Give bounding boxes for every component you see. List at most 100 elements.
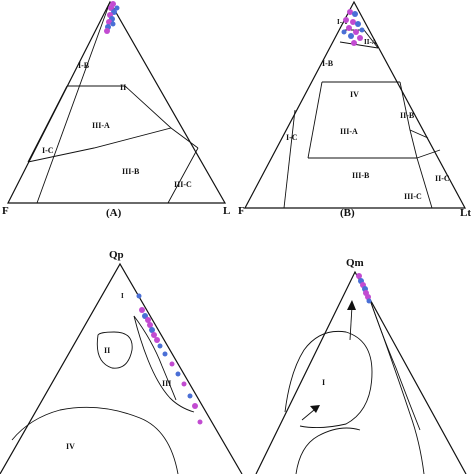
panel-b: I-A II-A I-B IV II-B III-A I-C III-B II-… (238, 0, 471, 219)
panel-a-label-ib: I-B (78, 61, 90, 70)
panel-a-label-ii: II (120, 83, 126, 92)
panel-d-inner-curve (295, 427, 361, 474)
panel-a-boundary-3 (27, 127, 199, 163)
panel-c-sample-point (136, 293, 142, 299)
panel-c-label-iii: III (162, 379, 171, 388)
panel-d-corner-qm: Qm (346, 257, 364, 269)
panel-c-label-i: I (121, 292, 124, 300)
panel-d-samples (356, 273, 372, 304)
panel-c-sample-point (157, 343, 163, 349)
panel-d-sample-point (366, 298, 372, 304)
panel-b-sample-point (343, 17, 349, 23)
panel-a-samples (104, 1, 120, 34)
panel-c-sample-point (192, 403, 198, 409)
panel-c-sample-point (181, 381, 187, 387)
panel-c-sample-point (162, 351, 168, 357)
panel-c-field-ii (96, 331, 133, 369)
panel-c-sample-point (169, 361, 175, 367)
panel-b-sample-point (347, 9, 353, 15)
panel-b-sample-point (350, 19, 356, 25)
panel-c-label-iv: IV (66, 442, 75, 451)
panel-d-up-arrow-head (347, 300, 356, 310)
panel-b-sample-point (341, 29, 347, 35)
panel-b-boundary-11 (416, 157, 433, 209)
panel-c-sample-point (151, 332, 157, 338)
panel-c-field-iii (133, 315, 195, 413)
panel-a-sample-point (106, 19, 112, 25)
panel-d-sample-point (365, 294, 371, 300)
panel-a-caption: (A) (106, 207, 122, 219)
panel-c-sample-point (145, 317, 151, 323)
panel-b-label-iib: II-B (400, 111, 415, 120)
panel-b-sample-point (353, 29, 359, 35)
panel-b-corner-f: F (238, 205, 245, 217)
panel-a-guide-line (36, 1, 111, 204)
panel-b-sample-point (351, 40, 357, 46)
panel-a-label-iiia: III-A (92, 121, 110, 130)
panel-a-corner-f: F (2, 205, 9, 217)
panel-b-corner-lt: Lt (460, 207, 471, 219)
panel-d-field-i (284, 330, 373, 413)
panel-d-side-arrow (301, 409, 315, 421)
panel-b-triangle (244, 0, 467, 209)
panel-b-label-ib: I-B (322, 59, 334, 68)
panel-a-label-iiic: III-C (174, 180, 192, 189)
panel-b-boundary-7 (399, 81, 411, 131)
panel-b-sample-point (348, 33, 354, 39)
panel-b-boundary-6 (283, 109, 296, 209)
panel-a-sample-point (110, 21, 116, 27)
panel-a-label-ic: I-C (42, 146, 54, 155)
panel-d: I Qm (255, 257, 467, 474)
panel-a-boundary-1 (67, 85, 172, 129)
panel-c-label-ii: II (104, 346, 110, 355)
panel-b-sample-point (355, 21, 361, 27)
panel-c-field-iv (11, 406, 179, 474)
panel-a-label-iiib: III-B (122, 167, 140, 176)
panel-a-boundary-2 (27, 85, 68, 163)
panel-b-label-ia: I-A (337, 18, 347, 26)
panel-d-lower-curve (369, 299, 425, 474)
panel-b-boundary-9 (409, 129, 429, 139)
panel-c-sample-point (139, 307, 145, 313)
panel-b-label-iiic: III-C (404, 192, 422, 201)
panel-c-sample-point (197, 419, 203, 425)
panel-c-sample-point (175, 371, 181, 377)
panel-c-corner-qp: Qp (109, 249, 124, 261)
panel-c-sample-point (147, 322, 153, 328)
panel-d-field-i-lower (299, 371, 373, 429)
panel-b-label-iiia: III-A (340, 127, 358, 136)
panel-b-boundary-2 (339, 41, 379, 49)
panel-d-up-arrow (349, 305, 353, 341)
panel-b-boundary-8 (409, 129, 418, 159)
panel-c-sample-point (149, 327, 155, 333)
panel-b-sample-point (346, 25, 352, 31)
panel-c: I II III IV Qp (0, 249, 243, 474)
panel-d-label-i: I (322, 378, 325, 387)
panel-c-triangle (0, 262, 243, 474)
panel-a-boundary-4 (167, 147, 199, 204)
panel-d-triangle (255, 270, 467, 474)
panel-c-sample-point (154, 337, 160, 343)
panel-b-sample-point (352, 11, 358, 17)
panel-b-boundary-10 (416, 149, 441, 159)
panel-b-label-iia: II-A (364, 38, 377, 46)
panel-c-samples (136, 293, 203, 425)
panel-d-side-arrow-head (310, 405, 320, 413)
panel-b-sample-point (357, 35, 363, 41)
panel-b-label-ic: I-C (286, 133, 298, 142)
panel-d-sample-point (356, 273, 362, 279)
panel-a: I-B II III-A I-C III-B III-C F L (A) (2, 0, 230, 219)
panel-b-caption: (B) (340, 207, 355, 219)
panel-b-samples (341, 9, 365, 46)
panel-a-sample-point (104, 28, 110, 34)
panel-a-sample-point (114, 5, 120, 11)
panel-b-label-iic: II-C (435, 174, 450, 183)
panel-b-sample-point (359, 27, 365, 33)
panel-b-label-iv: IV (350, 90, 359, 99)
panel-a-corner-l: L (223, 205, 230, 217)
panel-b-boundary-4 (307, 81, 323, 159)
panel-a-triangle (7, 0, 227, 204)
panel-c-field-iii-lower (133, 315, 177, 401)
panel-b-label-iiib: III-B (352, 171, 370, 180)
